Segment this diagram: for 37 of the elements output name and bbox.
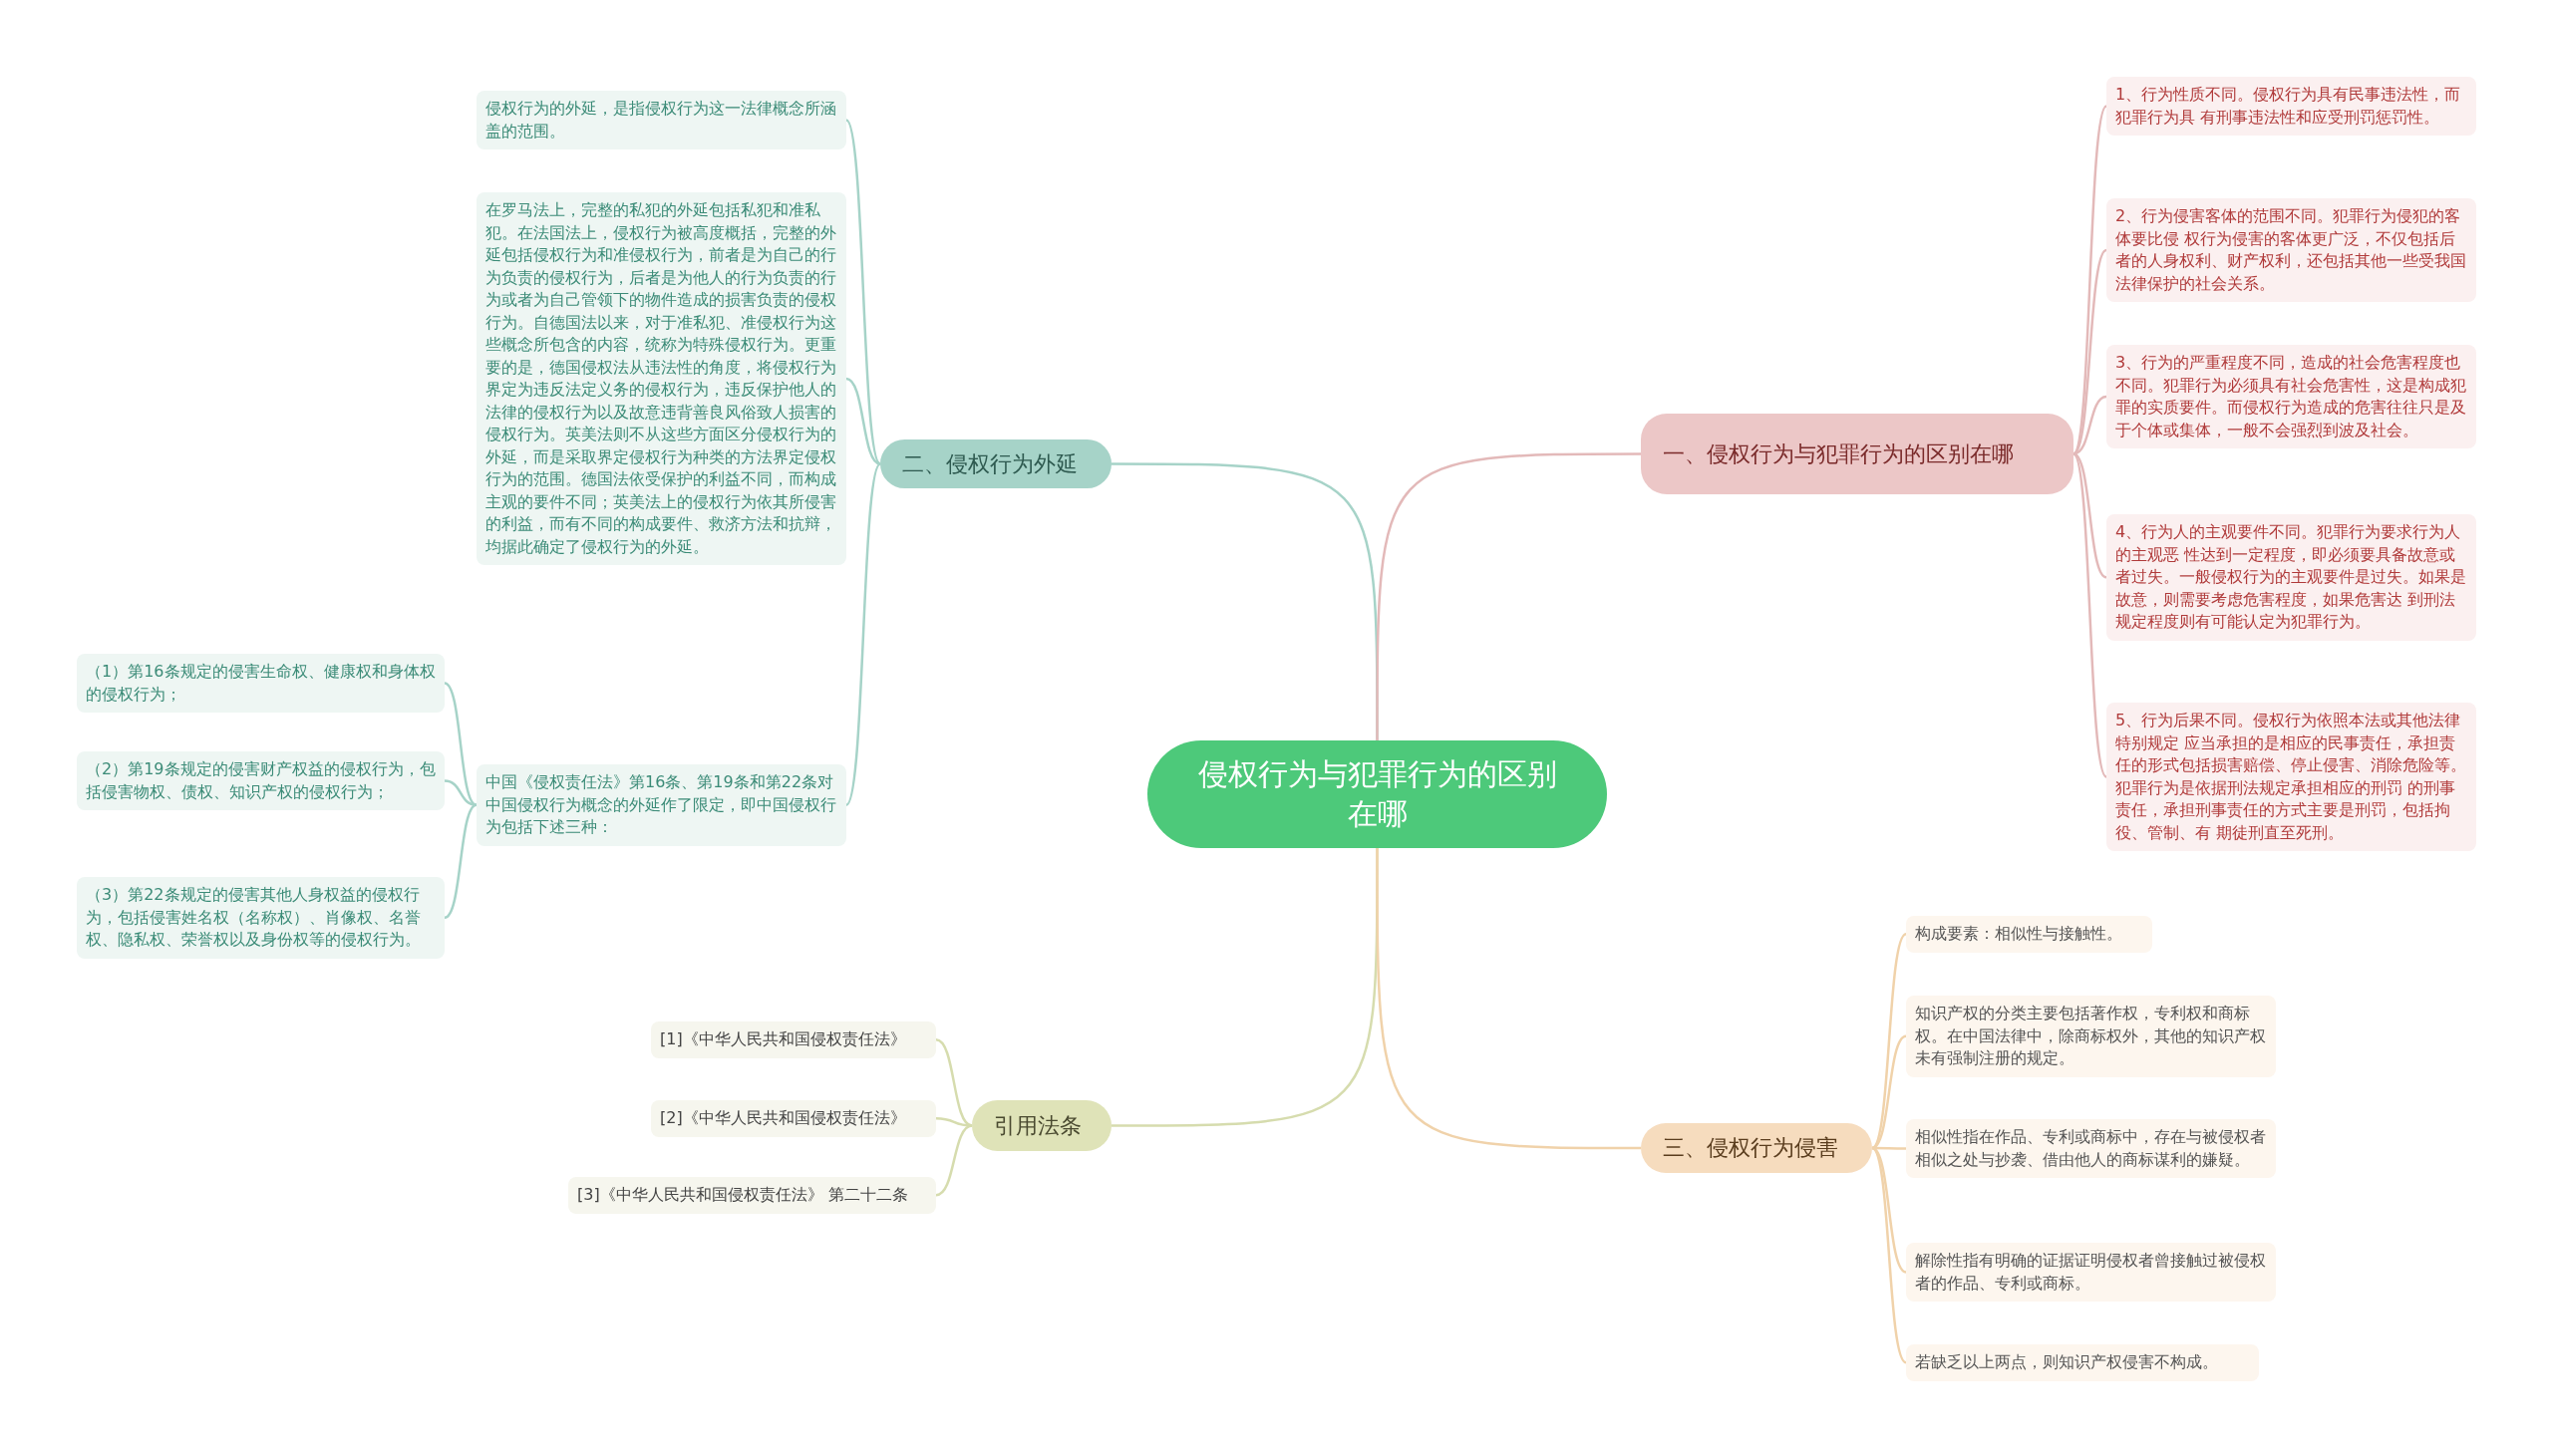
- text-card: （1）第16条规定的侵害生命权、健康权和身体权的侵权行为；: [77, 654, 445, 713]
- connector-line: [1376, 848, 1641, 1150]
- connector-line: [844, 119, 882, 465]
- text-card: [2]《中华人民共和国侵权责任法》: [651, 1100, 936, 1137]
- text-card: [1]《中华人民共和国侵权责任法》: [651, 1021, 936, 1058]
- text-card: 中国《侵权责任法》第16条、第19条和第22条对中国侵权行为概念的外延作了限定，即中国侵权行为包括下述三种：: [477, 764, 846, 846]
- text-card: 构成要素：相似性与接触性。: [1906, 916, 2152, 953]
- topic-box: 一、侵权行为与犯罪行为的区别在哪: [1641, 414, 2074, 494]
- connector-line: [2073, 452, 2107, 579]
- connector-line: [444, 682, 478, 806]
- topic-box: 二、侵权行为外延: [880, 439, 1112, 488]
- central-topic: 侵权行为与犯罪行为的区别在哪: [1147, 740, 1607, 848]
- text-card: 3、行为的严重程度不同，造成的社会危害程度也不同。犯罪行为必须具有社会危害性，这是构成犯罪的实质要件。而侵权行为造成的危害往往只是及于个体或集体，一般不会强烈到波及社会。: [2106, 345, 2476, 448]
- connector-line: [1872, 1146, 1906, 1150]
- topic-box: 引用法条: [972, 1100, 1112, 1151]
- text-card: 在罗马法上，完整的私犯的外延包括私犯和准私犯。在法国法上，侵权行为被高度概括，完整的外延包括侵权行为和准侵权行为，前者是为自己的行为负责的侵权行为，后者是为他人的行为负责的行为或者为自己管领下的物件造成的损害负责的侵权行为。自德国法以来，对于准私犯、准侵权行为这些概念所包含的内容，统称为特殊侵权行为。更重要的是，德国侵权法从违法性的角度，将侵权行为界定为违反法定义务的侵权行为，违反保护他人的法律的侵权行为以及故意违背善良风俗致人损害的侵权行为。英美法则不从这些方面区分侵权行为的外延，而是采取界定侵权行为种类的方法界定侵权行为的范围。德国法依受保护的利益不同，而构成主观的要件不同；英美法上的侵权行为依其所侵害的利益，而有不同的构成要件、救济方法和抗辩，均据此确定了侵权行为的外延。: [477, 192, 846, 565]
- text-card: 解除性指有明确的证据证明侵权者曾接触过被侵权者的作品、专利或商标。: [1906, 1243, 2276, 1302]
- text-card: 知识产权的分类主要包括著作权，专利权和商标权。在中国法律中，除商标权外，其他的知识产权未有强制注册的规定。: [1906, 996, 2276, 1077]
- text-card: 若缺乏以上两点，则知识产权侵害不构成。: [1906, 1344, 2259, 1381]
- text-card: 相似性指在作品、专利或商标中，存在与被侵权者相似之处与抄袭、借由他人的商标谋利的嫌疑。: [1906, 1119, 2276, 1178]
- connector-line: [1871, 1147, 1907, 1364]
- connector-line: [1376, 452, 1641, 740]
- text-card: [3]《中华人民共和国侵权责任法》 第二十二条: [568, 1177, 936, 1214]
- text-card: （2）第19条规定的侵害财产权益的侵权行为，包括侵害物权、债权、知识产权的侵权行为；: [77, 751, 445, 810]
- text-card: 4、行为人的主观要件不同。犯罪行为要求行为人的主观恶 性达到一定程度，即必须要具备故意或者过失。一般侵权行为的主观要件是过失。如果是故意，则需要考虑危害程度，如果危害达 到刑法规定程度则有可能认定为犯罪行为。: [2106, 514, 2476, 641]
- text-card: 2、行为侵害客体的范围不同。犯罪行为侵犯的客体要比侵 权行为侵害的客体更广泛，不仅包括后者的人身权利、财产权利，还包括其他一些受我国法律保护的社会关系。: [2106, 198, 2476, 302]
- connector-line: [935, 1124, 973, 1197]
- text-card: 1、行为性质不同。侵权行为具有民事违法性，而犯罪行为具 有刑事违法性和应受刑罚惩罚性。: [2106, 77, 2476, 136]
- connector-line: [444, 803, 478, 919]
- connector-line: [2072, 452, 2108, 778]
- connector-line: [845, 377, 881, 465]
- text-card: （3）第22条规定的侵害其他人身权益的侵权行为，包括侵害姓名权（名称权）、肖像权、名誉权、隐私权、荣誉权以及身份权等的侵权行为。: [77, 877, 445, 959]
- text-card: 5、行为后果不同。侵权行为依照本法或其他法律特别规定 应当承担的是相应的民事责任，承担责任的形式包括损害赔偿、停止侵害、消除危险等。犯罪行为是依据刑法规定承担相应的刑罚 的刑事责任，承担刑事责任的方式主要是刑罚，包括拘役、管制、有 期徒刑直至死刑。: [2106, 703, 2476, 851]
- connector-line: [1871, 933, 1907, 1149]
- text-card: 侵权行为的外延，是指侵权行为这一法律概念所涵盖的范围。: [477, 91, 846, 149]
- connector-line: [844, 462, 882, 806]
- topic-box: 三、侵权行为侵害: [1641, 1123, 1872, 1173]
